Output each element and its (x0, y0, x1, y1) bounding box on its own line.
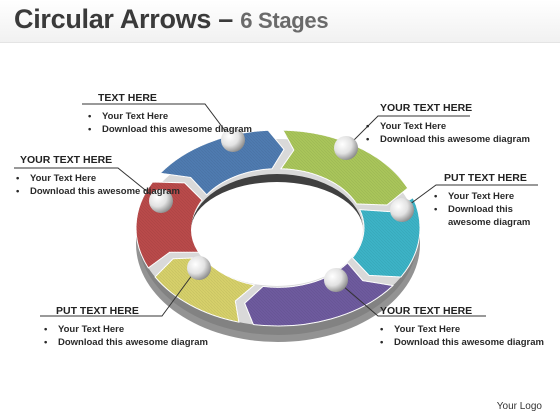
callout-line-1: Your Text Here (84, 110, 254, 123)
callout-heading: PUT TEXT HERE (56, 305, 139, 317)
callout-heading: YOUR TEXT HERE (380, 305, 473, 317)
logo-text: Your Logo (496, 401, 542, 412)
callout-line-bottom-left (40, 266, 199, 317)
page-title: Circular Arrows – 6 Stages (14, 4, 329, 35)
callout-left: YOUR TEXT HERE Your Text Here Download t… (12, 154, 182, 198)
callout-bottom-left: PUT TEXT HERE Your Text Here Download th… (40, 305, 210, 349)
callout-line-bottom-right (335, 279, 486, 317)
callout-line-1: Your Text Here (40, 323, 210, 336)
ring-hole (191, 174, 363, 286)
callout-heading: TEXT HERE (98, 92, 157, 104)
segment-texture-yellow (155, 257, 255, 323)
callout-line-top-right (345, 115, 470, 149)
callout-heading: YOUR TEXT HERE (380, 102, 473, 114)
bead-yellow (187, 256, 211, 280)
segment-texture-purple (244, 262, 393, 326)
callout-line-2: Download this awesome diagram (376, 336, 546, 349)
callout-line-right (401, 184, 538, 211)
callout-top-left: TEXT HERE Your Text Here Download this a… (84, 92, 254, 136)
bead-purple (324, 268, 348, 292)
segment-texture-green (281, 130, 408, 206)
callout-right: PUT TEXT HERE Your Text Here Download th… (430, 172, 555, 229)
callout-line-1: Your Text Here (430, 190, 555, 203)
callout-line-1: Your Text Here (362, 120, 532, 133)
callout-top-right: YOUR TEXT HERE Your Text Here Download t… (362, 102, 532, 146)
callout-line-2: Download this awesome diagram (84, 123, 254, 136)
segment-texture-blue (160, 130, 284, 195)
title-bar: Circular Arrows – 6 Stages (0, 0, 560, 43)
ring-segments (135, 129, 421, 327)
callout-heading: YOUR TEXT HERE (20, 154, 113, 166)
bead-green (334, 136, 358, 160)
callout-line-2: Download this awesome diagram (362, 133, 532, 146)
title-dash: – (218, 4, 233, 34)
callout-heading: PUT TEXT HERE (444, 172, 527, 184)
bead-teal (390, 198, 414, 222)
callout-line-2: Download this awesome diagram (40, 336, 210, 349)
title-main-text: Circular Arrows (14, 4, 212, 34)
callout-line-1: Your Text Here (376, 323, 546, 336)
callout-line-1: Your Text Here (12, 172, 182, 185)
callout-line-2: Download this awesome diagram (12, 185, 182, 198)
callout-bottom-right: YOUR TEXT HERE Your Text Here Download t… (376, 305, 546, 349)
title-subtitle: 6 Stages (240, 8, 329, 33)
callout-line-2: Download this awesome diagram (430, 203, 555, 229)
